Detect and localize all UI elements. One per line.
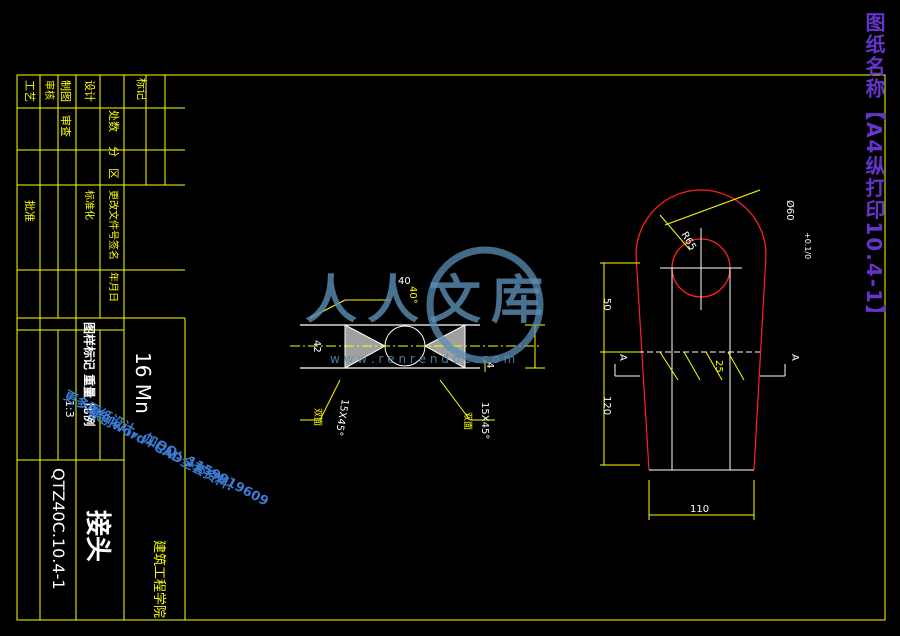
section-mark-right: A bbox=[789, 354, 800, 361]
dim-chamfer-top: 40 bbox=[398, 276, 411, 287]
roughness-mark: 25 bbox=[713, 360, 724, 373]
label-signature: 签名 bbox=[107, 240, 118, 260]
watermark-logo bbox=[426, 246, 544, 364]
dim-lower: 120 bbox=[601, 396, 612, 416]
plan-view bbox=[600, 189, 786, 520]
label-approve: 批准 bbox=[23, 200, 36, 222]
dim-tolerance: +0.1/0 bbox=[803, 232, 812, 260]
dim-top: 50 bbox=[601, 298, 612, 311]
label-division: 分 bbox=[107, 146, 120, 157]
drawing-number: QTZ40C.10.4-1 bbox=[49, 468, 68, 590]
label-date: 年月日 bbox=[107, 272, 118, 302]
label-review: 审核 bbox=[43, 80, 54, 100]
drawing-frame bbox=[16, 74, 886, 621]
school-name: 建筑工程学院 bbox=[151, 540, 166, 619]
note-left: 双面 bbox=[312, 408, 322, 427]
watermark-brand: 人人文库 bbox=[305, 271, 554, 331]
label-mark: 标记 bbox=[135, 78, 148, 100]
material: 16 Mn bbox=[131, 352, 155, 414]
label-zone: 区 bbox=[107, 168, 120, 179]
dim-width: 110 bbox=[690, 504, 710, 515]
label-process: 工艺 bbox=[23, 80, 36, 102]
part-name: 接头 bbox=[82, 510, 112, 563]
dim-thickness: 42 bbox=[311, 340, 322, 353]
label-standard: 标准化 bbox=[83, 190, 94, 220]
note-right: 双面 bbox=[462, 412, 472, 431]
dim-diameter: Ø60 bbox=[784, 200, 795, 221]
label-design: 设计 bbox=[83, 80, 96, 102]
watermark-url: w w w . r e n r e n d o c . c o m bbox=[330, 352, 516, 366]
section-mark-left: A bbox=[617, 354, 628, 361]
label-count: 处数 bbox=[107, 110, 120, 132]
label-change-doc: 更改文件号 bbox=[107, 190, 118, 240]
side-title: 图纸名称【A4纵打印10.4-1】 bbox=[862, 12, 886, 327]
dim-chamfer-right: 15X45° bbox=[479, 402, 490, 440]
label-check: 审查 bbox=[59, 115, 72, 137]
label-draw: 制图 bbox=[59, 80, 72, 102]
